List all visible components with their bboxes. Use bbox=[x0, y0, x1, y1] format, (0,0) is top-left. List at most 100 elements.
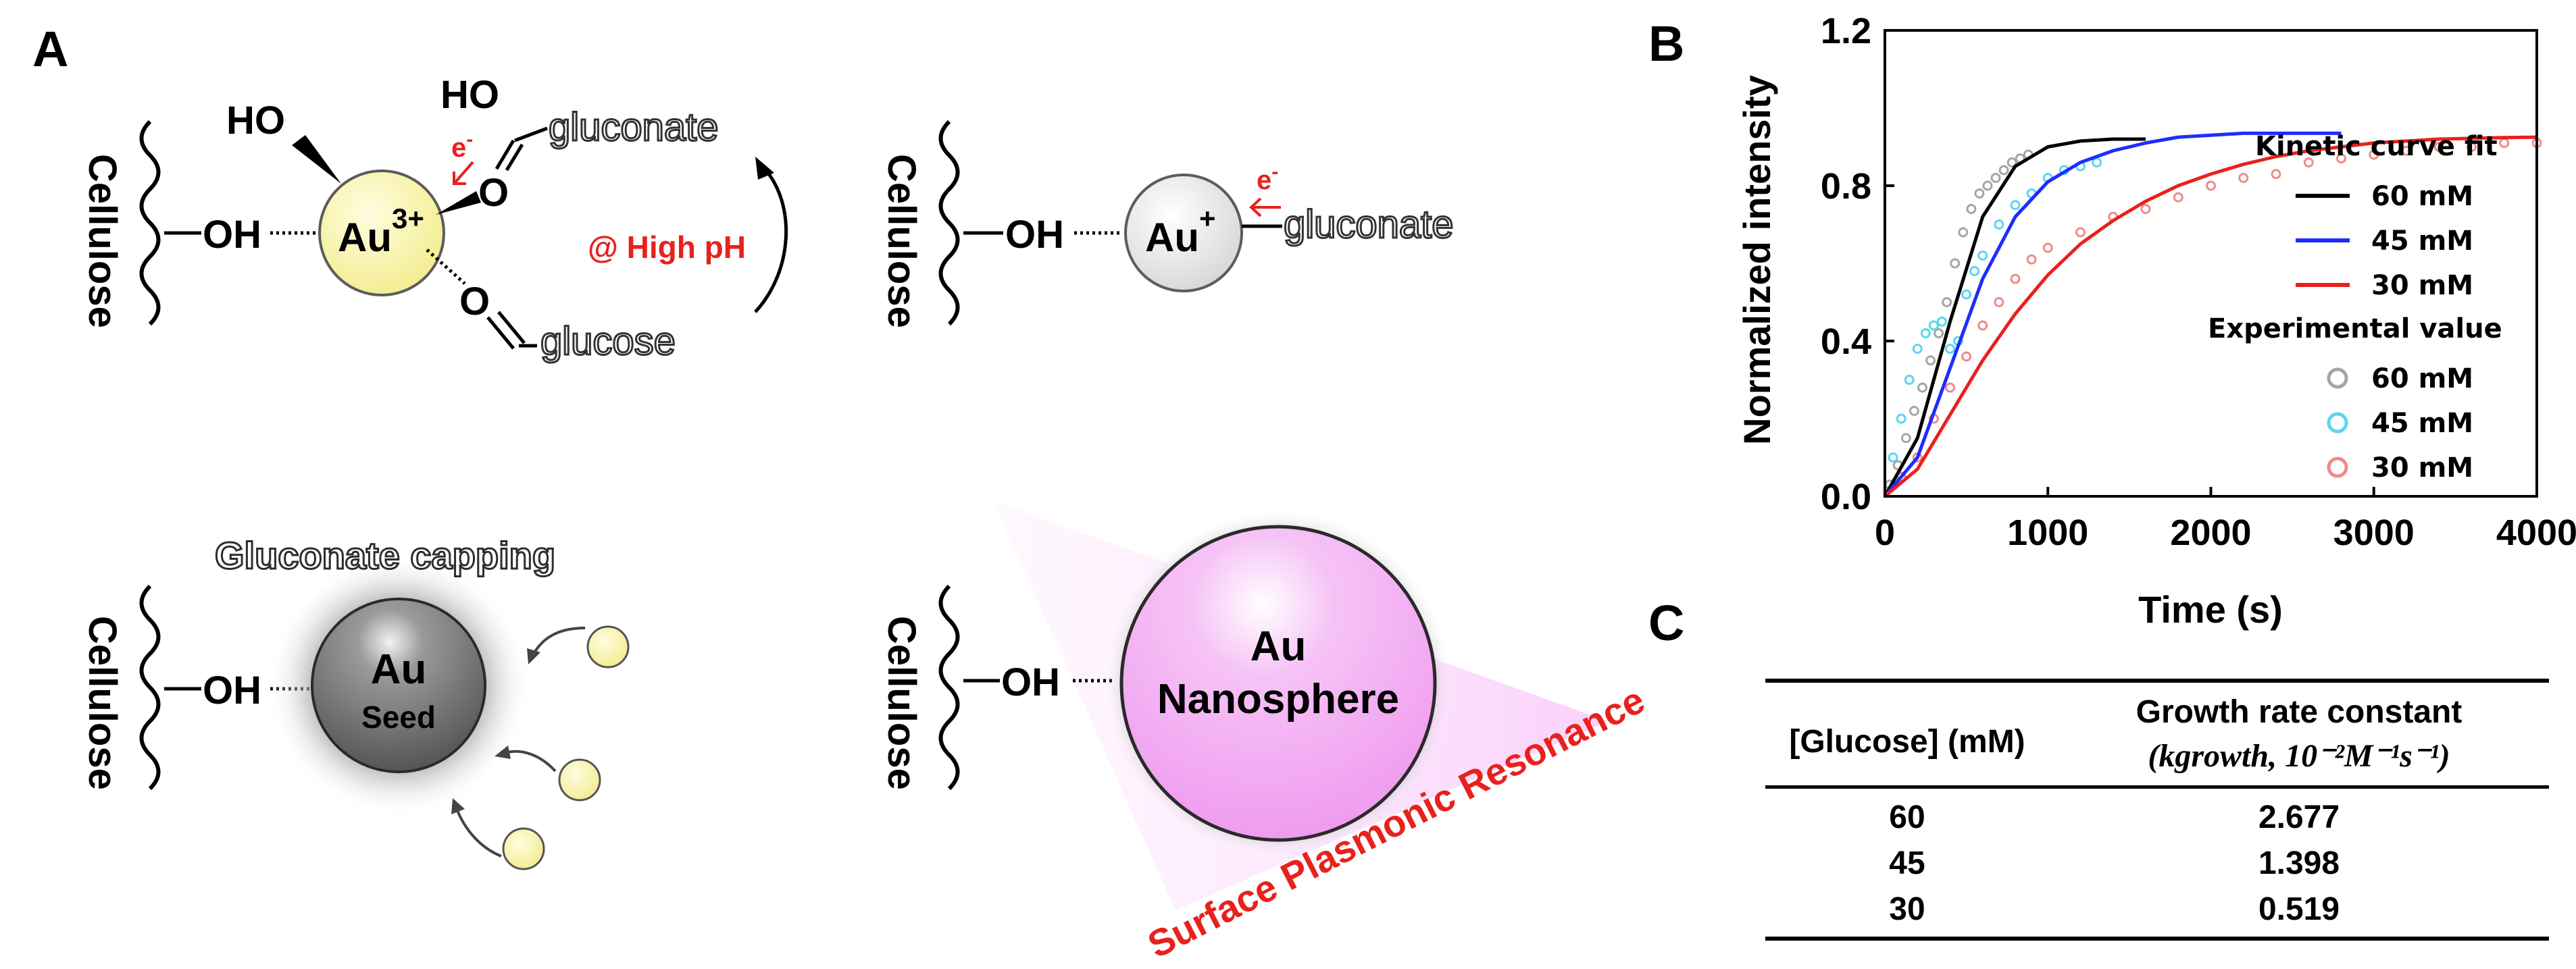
gold-atom bbox=[502, 827, 545, 870]
exp-point-1 bbox=[1934, 328, 1944, 338]
x-tick-label: 4000 bbox=[2496, 513, 2576, 553]
cellulose-label: Cellulose bbox=[80, 616, 124, 790]
au1-label: Au+ bbox=[1145, 203, 1216, 260]
au3-ion bbox=[318, 169, 445, 296]
exp-point-3 bbox=[2026, 254, 2037, 265]
x-tick-label: 1000 bbox=[2007, 513, 2088, 553]
exp-point-2 bbox=[1912, 344, 1923, 354]
exp-point-1 bbox=[2006, 157, 2017, 167]
legend-exp-swatch-1 bbox=[2327, 367, 2348, 389]
x-tick-label: 2000 bbox=[2170, 513, 2251, 553]
panel-letter-b: B bbox=[1648, 16, 1685, 72]
cellulose-label: Cellulose bbox=[880, 616, 924, 790]
exp-point-1 bbox=[1942, 297, 1952, 307]
exp-point-2 bbox=[1896, 413, 1906, 424]
exp-point-1 bbox=[1998, 165, 2009, 176]
exp-point-1 bbox=[1982, 180, 1993, 191]
scheme-top-right: Cellulose OH Au+ gluconate e- bbox=[880, 120, 1455, 328]
y-tick-label: 0.0 bbox=[1821, 477, 1871, 517]
exp-point-3 bbox=[2042, 242, 2053, 253]
exp-point-3 bbox=[2173, 192, 2183, 203]
au1-ion bbox=[1124, 174, 1243, 292]
electron-right: e- bbox=[1257, 161, 1278, 195]
electron-top: e- bbox=[451, 128, 473, 163]
exp-point-2 bbox=[1994, 219, 2004, 230]
exp-point-2 bbox=[1920, 328, 1931, 338]
nano-line2: Nanosphere bbox=[1157, 676, 1399, 723]
exp-point-3 bbox=[1977, 320, 1988, 331]
reaction-arrow bbox=[754, 166, 788, 313]
o-bottom: O bbox=[459, 280, 490, 323]
scheme-bottom-left: Cellulose OH Au Seed Gluconate capping bbox=[80, 533, 630, 870]
exp-point-1 bbox=[1958, 227, 1969, 238]
gold-atom bbox=[558, 758, 601, 802]
exp-point-1 bbox=[1909, 406, 1919, 416]
y-tick-label: 0.8 bbox=[1821, 166, 1871, 207]
cellulose-label: Cellulose bbox=[880, 154, 924, 328]
exp-point-2 bbox=[1977, 251, 1988, 261]
col-k-header-line2: (kgrowth, 10⁻²M⁻¹s⁻¹) bbox=[2148, 738, 2450, 774]
glucose-label: glucose bbox=[540, 319, 676, 363]
x-axis-title: Time (s) bbox=[2138, 588, 2283, 631]
exp-point-3 bbox=[2140, 204, 2151, 214]
table-row-2-k: 1.398 bbox=[2258, 845, 2340, 881]
gluconate-right: gluconate bbox=[1284, 203, 1454, 246]
legend-exp-title: Experimental value bbox=[2208, 313, 2502, 344]
table-top-rule bbox=[1765, 679, 2549, 683]
seed-line2: Seed bbox=[361, 700, 436, 735]
exp-point-2 bbox=[1928, 320, 1939, 331]
au3-label: Au3+ bbox=[338, 203, 424, 260]
legend-exp-swatch-3 bbox=[2327, 456, 2348, 478]
exp-point-3 bbox=[2075, 227, 2086, 238]
cellulose-chain bbox=[938, 584, 960, 791]
exp-point-3 bbox=[2238, 173, 2249, 183]
panel-letter-a: A bbox=[32, 21, 69, 77]
scheme-bottom-right: Cellulose OH Au Nanosphere Surface Plasm… bbox=[880, 501, 1651, 966]
cellulose-chain bbox=[139, 584, 161, 791]
exp-point-3 bbox=[2433, 142, 2444, 152]
legend-fit-label-1: 60 mM bbox=[2371, 181, 2473, 212]
au-nanosphere bbox=[1119, 525, 1437, 842]
y-axis-title: Normalized intensity bbox=[1736, 75, 1778, 445]
exp-point-3 bbox=[2401, 145, 2412, 156]
cellulose-chain bbox=[139, 120, 161, 326]
oh-label: OH bbox=[203, 213, 261, 257]
high-ph-label: @ High pH bbox=[588, 230, 746, 265]
exp-point-3 bbox=[2206, 180, 2216, 191]
oh-label: OH bbox=[1001, 660, 1060, 704]
table-header-rule bbox=[1765, 785, 2549, 789]
oh-label: OH bbox=[203, 669, 261, 712]
exp-point-1 bbox=[1966, 204, 1977, 214]
nano-line1: Au bbox=[1251, 623, 1307, 670]
table-row-2-glucose: 45 bbox=[1889, 845, 1925, 881]
scheme-top-left: Cellulose OH Au3+ HO O HO gluconate e- O… bbox=[80, 73, 788, 365]
exp-point-3 bbox=[1945, 382, 1955, 393]
gluconate-top: gluconate bbox=[549, 105, 719, 149]
exp-point-3 bbox=[2010, 273, 2021, 284]
exp-point-2 bbox=[2092, 157, 2102, 167]
exp-point-1 bbox=[1900, 433, 1911, 444]
exp-point-3 bbox=[2467, 142, 2477, 152]
exp-point-3 bbox=[1994, 297, 2004, 307]
exp-point-3 bbox=[2271, 169, 2281, 180]
capping-label: Gluconate capping bbox=[215, 534, 555, 577]
legend-exp-label-2: 45 mM bbox=[2371, 408, 2473, 439]
exp-point-2 bbox=[1961, 289, 1972, 300]
exp-point-2 bbox=[1888, 452, 1898, 463]
exp-point-1 bbox=[1950, 258, 1961, 269]
oh-label: OH bbox=[1005, 213, 1064, 257]
panel-letter-c: C bbox=[1648, 595, 1685, 651]
exp-point-2 bbox=[1936, 316, 1947, 327]
x-tick-label: 3000 bbox=[2333, 513, 2415, 553]
cellulose-chain bbox=[938, 120, 960, 326]
exp-point-2 bbox=[1945, 344, 1955, 354]
o-top: O bbox=[478, 171, 509, 215]
exp-point-3 bbox=[1961, 351, 1972, 362]
legend-exp-label-1: 60 mM bbox=[2371, 363, 2473, 394]
legend-exp-label-3: 30 mM bbox=[2371, 452, 2473, 483]
au-seed bbox=[311, 598, 486, 773]
col-k-header-line1: Growth rate constant bbox=[2136, 694, 2463, 730]
table-row-3-glucose: 30 bbox=[1889, 891, 1925, 927]
